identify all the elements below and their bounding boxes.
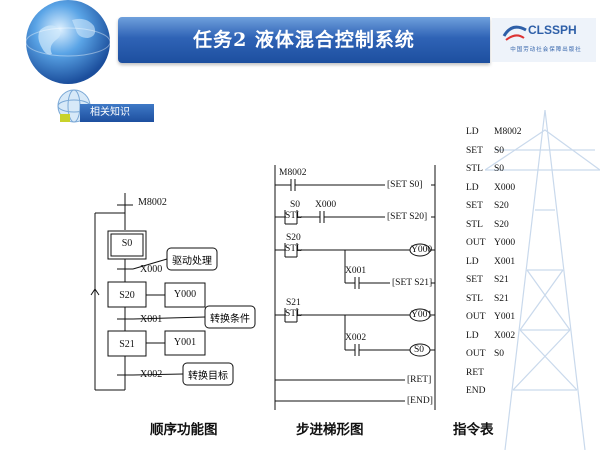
instruction-op: LD (466, 256, 479, 267)
instruction-op: LD (466, 182, 479, 193)
instruction-row: SET S21 (466, 275, 509, 285)
instruction-row: OUT S0 (466, 349, 504, 359)
page-title: 任务2 液体混合控制系统 (193, 29, 415, 51)
instruction-arg: X000 (494, 182, 516, 193)
sfc-diagram (90, 193, 256, 391)
caption-ladder: 步进梯形图 (296, 422, 364, 438)
ladder-contact-s0: S0 (290, 200, 301, 210)
ladder-output-y001: Y001 (411, 310, 433, 320)
instruction-row: STL S0 (466, 164, 504, 174)
instruction-op: SET (466, 201, 483, 211)
instruction-arg: X002 (494, 330, 516, 341)
sfc-transition-x001: X001 (140, 314, 163, 325)
sfc-init-contact: M8002 (138, 197, 167, 208)
instruction-arg: S20 (494, 201, 509, 211)
sfc-step-s0: S0 (121, 238, 133, 249)
sfc-step-s21: S21 (119, 339, 135, 350)
instruction-arg: S21 (494, 293, 509, 304)
sfc-callout-drive: 驱动处理 (172, 256, 212, 267)
instruction-arg: S20 (494, 219, 509, 230)
instruction-row: LD X002 (466, 331, 515, 341)
instruction-arg: Y000 (494, 238, 516, 248)
instruction-row: SET S0 (466, 146, 504, 156)
instruction-row: LD X001 (466, 257, 515, 267)
instruction-op: STL (466, 219, 483, 230)
caption-sfc: 顺序功能图 (150, 422, 218, 438)
ladder-output-ret: [RET] (407, 375, 432, 385)
section-label: 相关知识 (80, 104, 154, 122)
instruction-row: END (466, 386, 494, 396)
instruction-op: STL (466, 164, 483, 174)
caption-instructions: 指令表 (453, 422, 494, 438)
ladder-output-end: [END] (407, 396, 433, 406)
ladder-output-set-s20: [SET S20] (387, 212, 428, 222)
sfc-action-y001: Y001 (173, 337, 197, 348)
instruction-op: LD (466, 127, 479, 137)
instruction-op: OUT (466, 349, 486, 359)
instruction-row: STL S20 (466, 220, 509, 230)
sfc-transition-x000: X000 (140, 264, 163, 275)
instruction-op: OUT (466, 312, 486, 322)
instruction-row: OUT Y000 (466, 238, 515, 248)
sfc-action-y000: Y000 (173, 289, 197, 300)
instruction-arg: S0 (494, 164, 505, 174)
instruction-op: END (466, 386, 486, 396)
publisher-logo (492, 18, 596, 62)
logo-swirl-icon (502, 25, 527, 41)
sfc-transition-x002: X002 (140, 369, 163, 380)
ladder-contact-s20: S20 (286, 233, 301, 243)
instruction-op: STL (466, 293, 483, 304)
instruction-op: SET (466, 145, 483, 156)
instruction-arg: X001 (494, 256, 516, 267)
sfc-callout-condition: 转换条件 (210, 314, 250, 325)
ladder-output-y000: Y000 (411, 245, 433, 255)
instruction-arg: M8002 (494, 127, 522, 137)
ladder-output-set-s21: [SET S21] (392, 278, 433, 288)
ladder-contact-s21: S21 (286, 298, 301, 308)
instruction-row: LD M8002 (466, 127, 521, 137)
instruction-row: RET (466, 368, 494, 378)
instruction-op: LD (466, 330, 479, 341)
instruction-row: OUT Y001 (466, 312, 515, 322)
power-tower-decoration (485, 110, 600, 450)
ladder-contact-m8002: M8002 (279, 168, 307, 178)
ladder-diagram (274, 165, 436, 410)
ladder-output-set-s0: [SET S0] (387, 180, 423, 190)
ladder-contact-x002: X002 (345, 333, 367, 343)
ladder-contact-x000: X000 (315, 200, 337, 210)
sfc-step-s20: S20 (119, 290, 135, 301)
ladder-stl-s0: STL (285, 211, 302, 221)
instruction-row: STL S21 (466, 294, 509, 304)
ladder-output-s0: S0 (414, 345, 425, 355)
instruction-arg: S0 (494, 349, 505, 359)
ladder-stl-s20: STL (285, 244, 302, 254)
instruction-arg: S0 (494, 145, 505, 156)
instruction-row: SET S20 (466, 201, 509, 211)
instruction-arg: Y001 (494, 312, 516, 322)
instruction-arg: S21 (494, 275, 509, 285)
title-banner (118, 17, 490, 63)
logo-text: CLSSPH (528, 23, 577, 37)
instruction-op: OUT (466, 238, 486, 248)
instruction-row: LD X000 (466, 183, 515, 193)
globe-decoration (25, 0, 111, 84)
instruction-op: RET (466, 367, 484, 378)
ladder-stl-s21: STL (285, 309, 302, 319)
instruction-op: SET (466, 275, 483, 285)
logo-subtitle: 中国劳动社会保障出版社 (510, 47, 582, 53)
ladder-contact-x001: X001 (345, 266, 367, 276)
sfc-callout-target: 转换目标 (188, 371, 228, 382)
